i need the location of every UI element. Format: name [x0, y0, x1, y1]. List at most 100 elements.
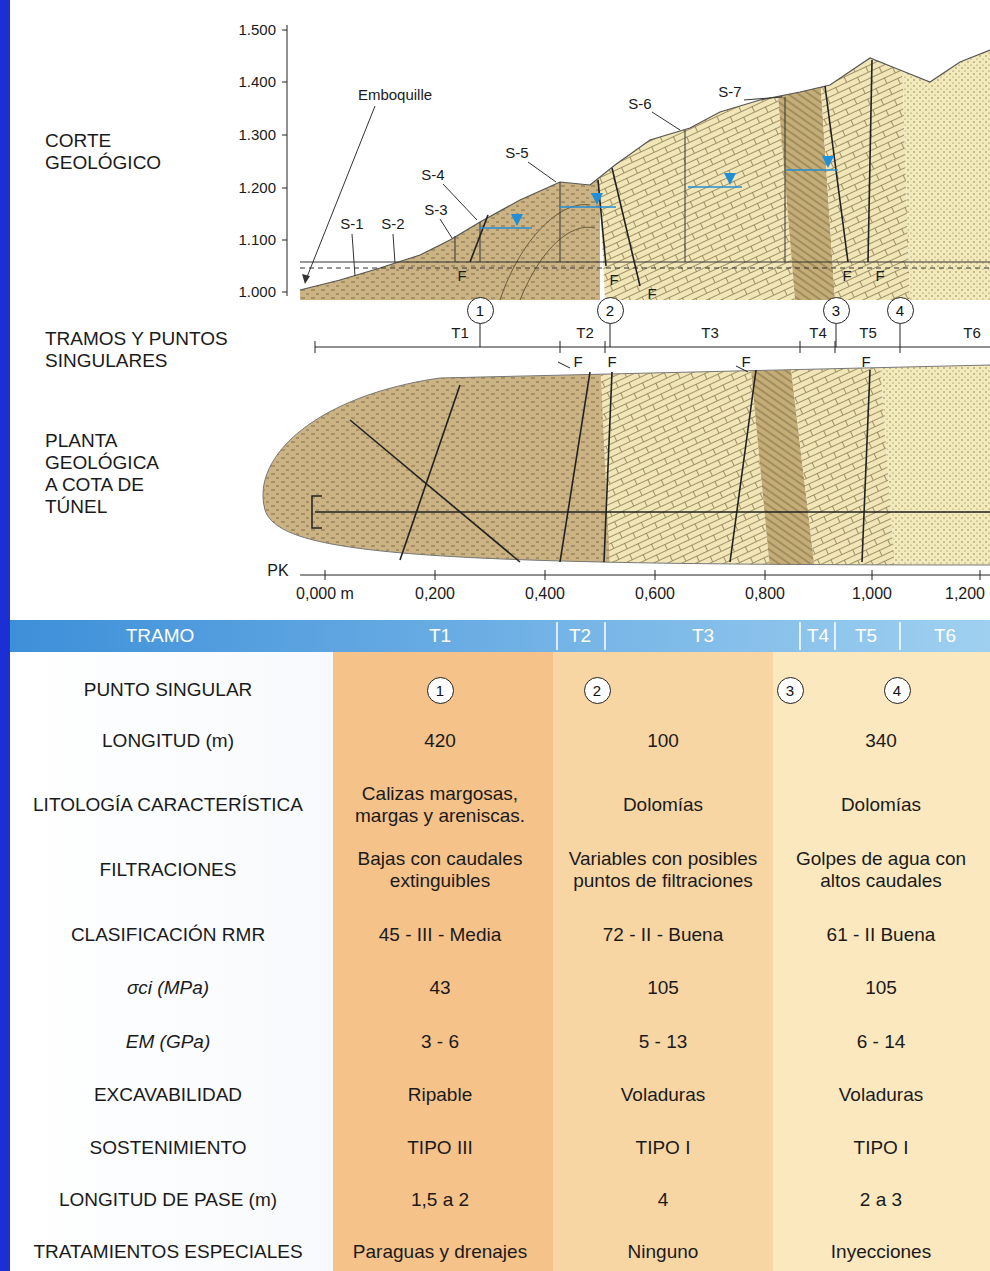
axis-value: 1.200: [238, 179, 276, 196]
pk-value: 0,400: [525, 585, 565, 603]
pk-value: PK: [267, 562, 288, 580]
map-label: S-3: [424, 201, 447, 218]
table-cell: Paraguas y drenajes: [335, 1241, 545, 1263]
map-label: T6: [963, 324, 981, 341]
callout-number: 3: [786, 682, 794, 699]
header-cell: T4: [807, 625, 829, 647]
table-cell: Ripable: [335, 1084, 545, 1106]
callout-number: 3: [832, 302, 840, 319]
table-cell: 45 - III - Media: [335, 924, 545, 946]
callout-circle: 2: [597, 297, 624, 324]
table-cell: 105: [552, 977, 774, 999]
callout-circle: 3: [823, 297, 850, 324]
table-cell: 5 - 13: [552, 1031, 774, 1053]
table-cell: Dolomías: [552, 794, 774, 816]
callout-circle: 2: [584, 677, 611, 704]
table-cell: 1,5 a 2: [335, 1189, 545, 1211]
table-cell: Dolomías: [778, 794, 984, 816]
pk-value: 0,800: [745, 585, 785, 603]
table-cell: 100: [552, 730, 774, 752]
pk-value: 1,200: [945, 585, 985, 603]
axis-value: 1.400: [238, 73, 276, 90]
table-cell: 43: [335, 977, 545, 999]
callout-number: 1: [476, 302, 484, 319]
pk-value: 0,000 m: [296, 585, 354, 603]
pk-value: 0,600: [635, 585, 675, 603]
table-cell: Ninguno: [552, 1241, 774, 1263]
map-label: F: [842, 267, 851, 284]
table-cell: 420: [335, 730, 545, 752]
table-cell: Variables con posibles puntos de filtrac…: [552, 848, 774, 892]
header-cell: TRAMO: [126, 625, 195, 647]
axis-value: 1.500: [238, 21, 276, 38]
pk-value: 1,000: [852, 585, 892, 603]
callout-circle: 1: [467, 297, 494, 324]
table-cell: TIPO I: [552, 1137, 774, 1159]
map-label: T5: [859, 324, 877, 341]
axis-value: 1.100: [238, 231, 276, 248]
callout-circle: 3: [777, 677, 804, 704]
header-cell: T5: [855, 625, 877, 647]
row-header: CLASIFICACIÓN RMR: [71, 924, 265, 946]
row-header: SOSTENIMIENTO: [90, 1137, 247, 1159]
map-label: S-7: [718, 83, 741, 100]
table-cell: TIPO III: [335, 1137, 545, 1159]
row-header: PUNTO SINGULAR: [84, 679, 253, 701]
map-label: Emboquille: [358, 86, 432, 103]
table-cell: 105: [778, 977, 984, 999]
table-cell: 4: [552, 1189, 774, 1211]
table-cell: 2 a 3: [778, 1189, 984, 1211]
header-cell: T2: [569, 625, 591, 647]
callout-number: 4: [896, 302, 904, 319]
map-label: F: [573, 353, 582, 370]
table-cell: Calizas margosas, margas y areniscas.: [335, 783, 545, 827]
callout-circle: 1: [427, 677, 454, 704]
row-header: FILTRACIONES: [100, 859, 237, 881]
map-label: S-6: [628, 95, 651, 112]
table-cell: Bajas con caudales extinguibles: [335, 848, 545, 892]
header-cell: T3: [692, 625, 714, 647]
table-cell: TIPO I: [778, 1137, 984, 1159]
callout-number: 1: [436, 682, 444, 699]
table-cell: 6 - 14: [778, 1031, 984, 1053]
table-cell: Inyecciones: [778, 1241, 984, 1263]
row-header: σci (MPa): [127, 977, 209, 999]
row-header: LONGITUD DE PASE (m): [59, 1189, 277, 1211]
map-label: F: [609, 271, 618, 288]
pk-value: 0,200: [415, 585, 455, 603]
map-label: F: [607, 353, 616, 370]
row-header: EM (GPa): [126, 1031, 210, 1053]
table-cell: 340: [778, 730, 984, 752]
map-label: S-2: [381, 215, 404, 232]
map-label: F: [741, 353, 750, 370]
row-header: LITOLOGÍA CARACTERÍSTICA: [33, 794, 303, 816]
callout-circle: 4: [887, 297, 914, 324]
row-header: LONGITUD (m): [102, 730, 234, 752]
callout-number: 2: [606, 302, 614, 319]
table-cell: 72 - II - Buena: [552, 924, 774, 946]
row-header: EXCAVABILIDAD: [94, 1084, 242, 1106]
section-heading: PLANTA GEOLÓGICA A COTA DE TÚNEL: [45, 430, 170, 517]
table-cell: 61 - II Buena: [778, 924, 984, 946]
axis-value: 1.000: [238, 283, 276, 300]
map-label: S-4: [421, 166, 444, 183]
table-cell: 3 - 6: [335, 1031, 545, 1053]
map-label: T2: [576, 324, 594, 341]
table-cell: Voladuras: [778, 1084, 984, 1106]
map-label: S-1: [340, 215, 363, 232]
table-cell: Voladuras: [552, 1084, 774, 1106]
map-label: F: [457, 267, 466, 284]
callout-number: 4: [893, 682, 901, 699]
header-cell: T6: [934, 625, 956, 647]
map-label: T4: [809, 324, 827, 341]
map-label: F: [875, 267, 884, 284]
table-cell: Golpes de agua con altos caudales: [778, 848, 984, 892]
map-label: S-5: [505, 144, 528, 161]
map-label: F: [861, 353, 870, 370]
row-header: TRATAMIENTOS ESPECIALES: [33, 1241, 302, 1263]
callout-circle: 4: [884, 677, 911, 704]
map-label: F: [647, 285, 656, 302]
callout-number: 2: [593, 682, 601, 699]
section-heading: TRAMOS Y PUNTOS SINGULARES: [45, 328, 275, 372]
section-heading: CORTE GEOLÓGICO: [45, 130, 205, 174]
